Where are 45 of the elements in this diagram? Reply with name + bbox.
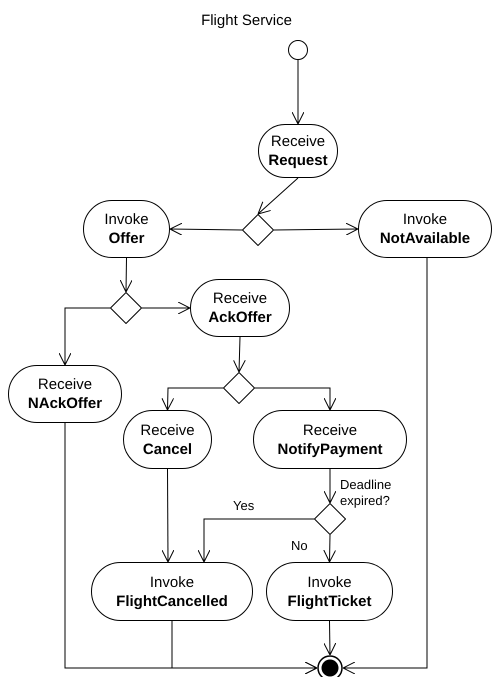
action-kind: Invoke: [402, 210, 448, 229]
flow-arrow: [274, 222, 358, 236]
flow-arrow: [324, 468, 336, 504]
action-name: NotAvailable: [380, 229, 470, 248]
decision-diamond: [223, 372, 255, 404]
action-name: Request: [268, 151, 328, 170]
action-name: AckOffer: [208, 308, 272, 327]
action-kind: Invoke: [307, 572, 352, 592]
flow-arrow: [58, 308, 110, 366]
flow-arrow: [142, 302, 190, 314]
flow-arrow: [198, 518, 314, 562]
flow-arrow: [161, 388, 224, 410]
flow-arrow: [254, 388, 336, 410]
edge-label: No: [290, 538, 309, 553]
action-name: Cancel: [142, 440, 192, 458]
action-name: NotifyPayment: [277, 440, 383, 458]
action-name: NAckOffer: [28, 394, 102, 413]
action-kind: Receive: [270, 132, 326, 151]
flow-arrow: [323, 620, 336, 656]
flow-arrow: [170, 222, 242, 236]
flow-arrow: [342, 258, 428, 674]
action-kind: Invoke: [150, 572, 194, 592]
decision-diamond: [110, 292, 142, 324]
flow-arrow: [161, 468, 174, 562]
flow-arrow: [120, 258, 133, 292]
action-kind: Receive: [302, 420, 358, 440]
action-kind: Receive: [38, 375, 92, 394]
action-kind: Receive: [212, 289, 268, 308]
flow-arrow: [323, 534, 336, 562]
action-node: [258, 124, 338, 178]
flow-arrow: [172, 620, 318, 674]
flow-arrow: [258, 178, 298, 214]
action-name: Offer: [108, 229, 144, 248]
decision-diamond: [242, 214, 274, 246]
action-name: FlightTicket: [288, 592, 372, 610]
diagram-title: Flight Service: [200, 12, 293, 29]
flow-arrow: [232, 336, 246, 372]
edge-label: Yes: [232, 498, 256, 513]
flow-arrow: [292, 60, 304, 124]
action-kind: Invoke: [104, 210, 149, 229]
action-kind: Receive: [140, 420, 195, 440]
final-node: [317, 655, 343, 677]
guard-label: Deadline expired?: [340, 477, 392, 509]
action-name: FlightCancelled: [116, 592, 228, 610]
initial-node: [288, 40, 308, 60]
